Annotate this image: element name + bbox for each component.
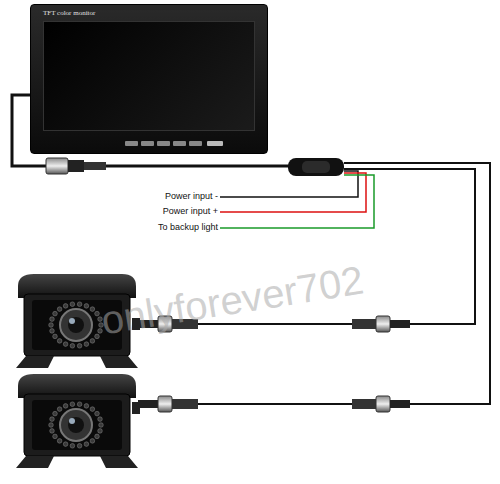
ir-led	[53, 411, 58, 416]
ir-led	[84, 404, 89, 409]
ir-led	[57, 407, 62, 412]
ground-wire	[220, 171, 358, 197]
ir-led	[77, 402, 82, 407]
wire-label: Power input -	[163, 191, 220, 202]
ir-led	[63, 404, 68, 409]
ir-led	[98, 429, 103, 434]
screen	[43, 21, 255, 131]
ir-led	[99, 423, 104, 428]
ir-led	[95, 411, 100, 416]
ir-led	[57, 439, 62, 444]
ir-led	[53, 311, 58, 316]
ir-led	[70, 302, 75, 307]
power-wire	[220, 173, 366, 212]
ir-led	[50, 329, 55, 334]
monitor-connector	[46, 158, 106, 174]
wire-label: To backup light	[156, 222, 220, 233]
ir-led	[98, 329, 103, 334]
ir-led	[90, 407, 95, 412]
ir-led	[53, 434, 58, 439]
ir-led	[77, 344, 82, 349]
ir-led	[90, 307, 95, 312]
monitor-button	[141, 141, 154, 146]
ir-led	[49, 423, 54, 428]
ir-led	[77, 444, 82, 449]
ir-led	[50, 317, 55, 322]
ir-led	[95, 434, 100, 439]
rear-camera	[16, 374, 140, 468]
ir-led	[70, 344, 75, 349]
ir-led	[50, 429, 55, 434]
ir-led	[63, 442, 68, 447]
ir-led	[63, 342, 68, 347]
backup-wire	[220, 175, 374, 228]
splitter-box	[288, 158, 344, 176]
monitor-button	[157, 141, 170, 146]
ir-led	[57, 307, 62, 312]
ir-led	[84, 342, 89, 347]
ir-led	[90, 439, 95, 444]
monitor-button	[173, 141, 186, 146]
ir-led	[57, 339, 62, 344]
ir-led	[49, 323, 54, 328]
watermark: onlyforever702	[98, 256, 367, 345]
ir-led	[70, 402, 75, 407]
ir-led	[90, 339, 95, 344]
ir-led	[70, 444, 75, 449]
monitor-button	[189, 141, 202, 146]
main-cable	[106, 165, 292, 168]
ir-led	[84, 304, 89, 309]
ir-led	[98, 417, 103, 422]
ir-led	[77, 302, 82, 307]
ir-led	[53, 334, 58, 339]
monitor-button	[125, 141, 138, 146]
wire-label: Power input +	[161, 206, 220, 217]
ir-led	[84, 442, 89, 447]
ir-led	[95, 311, 100, 316]
ir-led	[63, 304, 68, 309]
power-button	[207, 141, 223, 146]
monitor-label: TFT color monitor	[43, 9, 95, 17]
ir-led	[50, 417, 55, 422]
monitor: TFT color monitor	[30, 4, 268, 154]
ir-led	[95, 334, 100, 339]
